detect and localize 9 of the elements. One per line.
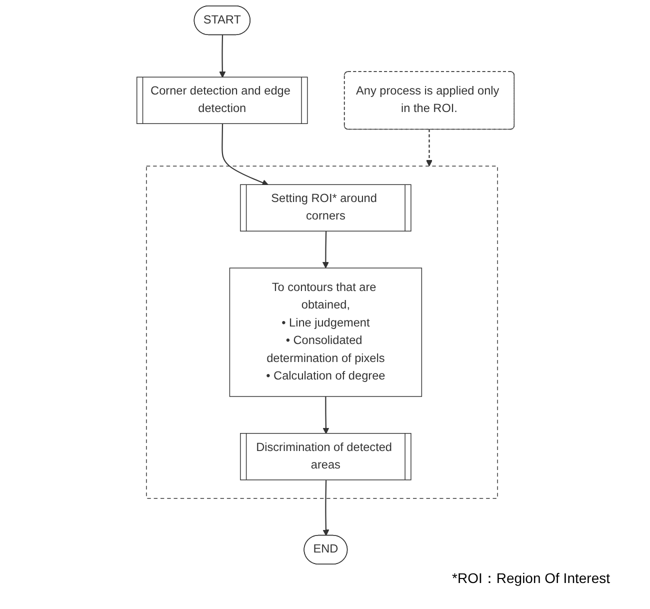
cluster (146, 166, 498, 499)
footnote: *ROI：Region Of Interest (451, 570, 610, 588)
arrow (322, 231, 328, 268)
arrow (322, 396, 329, 434)
arrow (218, 35, 226, 78)
arrow (426, 129, 432, 166)
arrow (221, 124, 268, 186)
arrow (322, 480, 329, 536)
node-box: To contours that are obtained, • Line judgement • Consolidated determination of pixels • Calculation of degree (228, 268, 422, 397)
